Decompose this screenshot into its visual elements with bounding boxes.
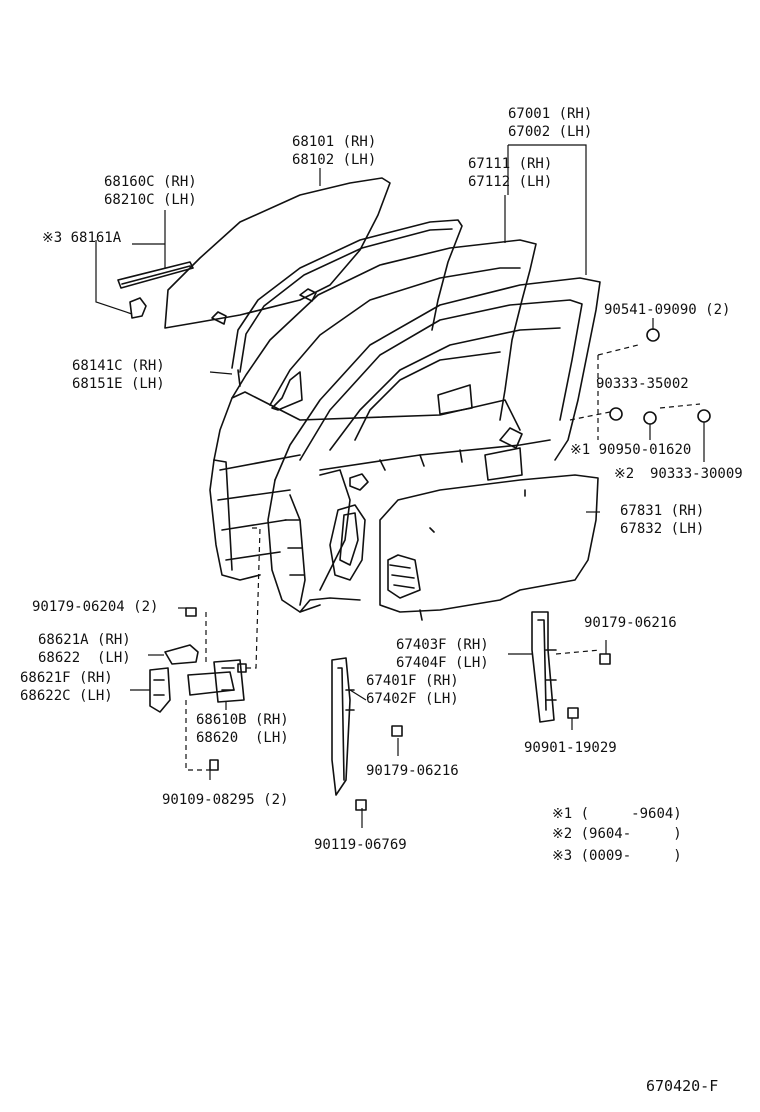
label-belt-moulding-lh: 68210C (LH) [104, 192, 197, 208]
door-check-assembly [149, 607, 247, 771]
label-bolt-e: 90901-19029 [524, 740, 617, 756]
label-bolt-a: 90179-06204 (2) [32, 599, 159, 615]
label-check-rh: 68621A (RH) [38, 632, 131, 648]
label-bolt-b: 90109-08295 (2) [162, 792, 289, 808]
label-door-panel-lh: 67002 (LH) [508, 124, 593, 140]
label-glass-lh: 68102 (LH) [292, 152, 377, 168]
label-clip-note: ※3 68161A [42, 230, 122, 246]
window-glass [164, 177, 391, 329]
label-run-channel-lh: 68151E (LH) [72, 376, 165, 392]
label-door-outer-rh: 67111 (RH) [468, 156, 553, 172]
door-inner-panel [267, 277, 601, 613]
footnote-3: ※3 (0009- ) [552, 848, 682, 864]
label-glass-rh: 68101 (RH) [292, 134, 377, 150]
front-glass-channel [331, 657, 403, 811]
label-hinge-lh: 68620 (LH) [196, 730, 289, 746]
label-plug-b: 90333-30009 [650, 466, 743, 482]
leader-lines [95, 144, 705, 828]
door-trim-board [379, 474, 599, 621]
label-bolt-c: 90179-06216 [584, 615, 677, 631]
label-bolt-d: 90179-06216 [366, 763, 459, 779]
belt-moulding [117, 261, 194, 319]
label-bolt-f: 90119-06769 [314, 837, 407, 853]
label-channel-rear-rh: 67403F (RH) [396, 637, 489, 653]
label-channel-front-rh: 67401F (RH) [366, 673, 459, 689]
footnote-2: ※2 (9604- ) [552, 826, 682, 842]
label-plug-a: 90333-35002 [596, 376, 689, 392]
label-trim-rh: 67831 (RH) [620, 503, 705, 519]
footnote-1: ※1 ( -9604) [552, 806, 682, 822]
label-door-panel-rh: 67001 (RH) [508, 106, 593, 122]
label-channel-rear-lh: 67404F (LH) [396, 655, 489, 671]
label-run-channel-rh: 68141C (RH) [72, 358, 165, 374]
label-check-f-rh: 68621F (RH) [20, 670, 113, 686]
label-screw-a: 90541-09090 (2) [604, 302, 731, 318]
label-trim-lh: 67832 (LH) [620, 521, 705, 537]
label-belt-moulding-rh: 68160C (RH) [104, 174, 197, 190]
label-hinge-rh: 68610B (RH) [196, 712, 289, 728]
label-plug-b-note: ※2 [614, 466, 635, 482]
label-check-f-lh: 68622C (LH) [20, 688, 113, 704]
run-channel [231, 219, 463, 387]
label-channel-front-lh: 67402F (LH) [366, 691, 459, 707]
label-clip-b: ※1 90950-01620 [570, 442, 692, 458]
label-check-lh: 68622 (LH) [38, 650, 131, 666]
figure-id: 670420-F [646, 1077, 719, 1095]
door-outer-frame [209, 239, 537, 581]
rear-glass-channel [531, 611, 611, 723]
label-door-outer-lh: 67112 (LH) [468, 174, 553, 190]
